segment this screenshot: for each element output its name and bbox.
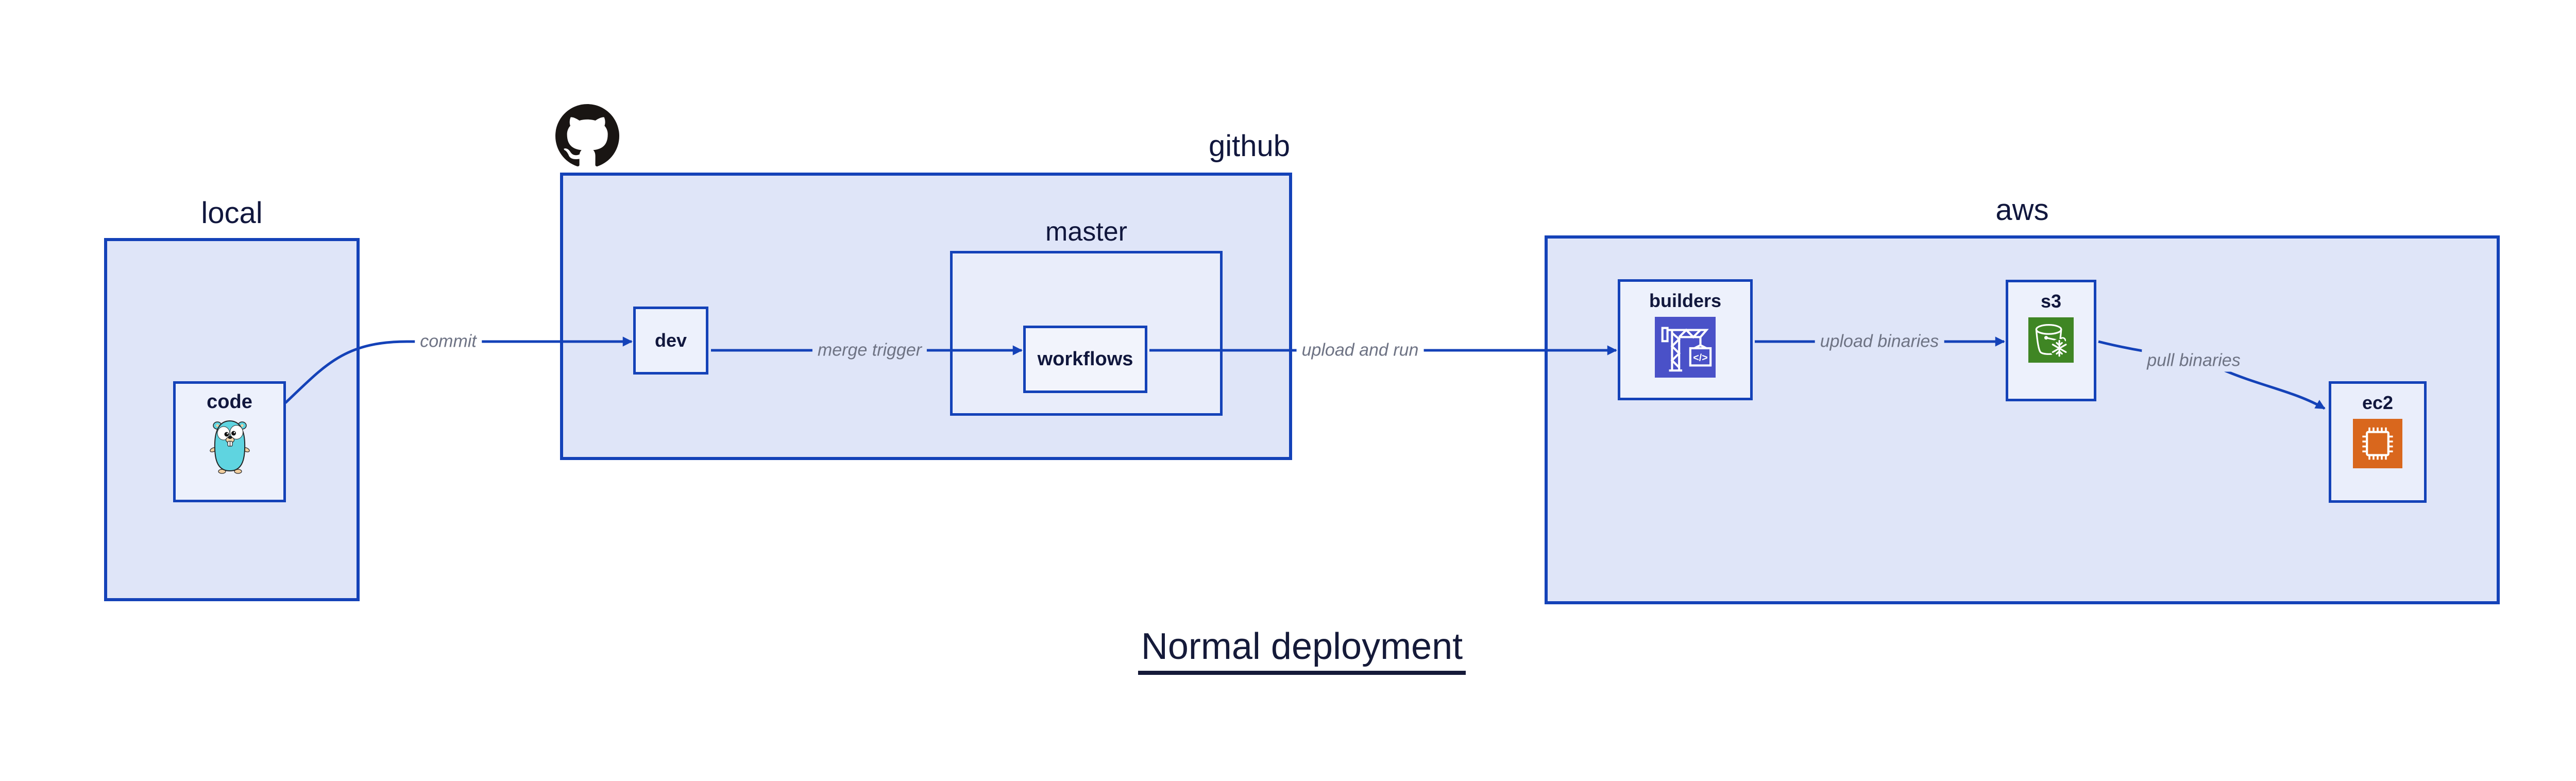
node-dev: dev xyxy=(633,307,708,375)
dev-label: dev xyxy=(654,330,687,351)
edge-label-commit: commit xyxy=(415,330,482,353)
github-label: github xyxy=(1208,129,1291,163)
ec2-label: ec2 xyxy=(2362,392,2394,413)
local-label: local xyxy=(201,196,263,230)
edge-label-merge-trigger: merge trigger xyxy=(812,339,927,362)
node-workflows: workflows xyxy=(1023,326,1147,393)
edge-label-upload-binaries: upload binaries xyxy=(1815,330,1944,353)
node-code: code xyxy=(173,381,286,502)
code-label: code xyxy=(207,391,252,413)
aws-codebuild-icon: </> xyxy=(1655,317,1716,380)
node-ec2: ec2 xyxy=(2329,381,2427,503)
go-gopher-icon xyxy=(209,418,250,477)
node-builders: builders </> xyxy=(1618,279,1753,400)
diagram-title: Normal deployment xyxy=(1044,625,1560,675)
s3-label: s3 xyxy=(2040,291,2062,312)
edge-label-upload-and-run: upload and run xyxy=(1296,339,1424,362)
codebuild-code-glyph: </> xyxy=(1693,352,1707,364)
workflows-label: workflows xyxy=(1037,348,1133,370)
builders-label: builders xyxy=(1649,290,1722,311)
node-s3: s3 xyxy=(2006,280,2096,401)
aws-s3-glacier-icon xyxy=(2028,317,2074,365)
diagram-title-text: Normal deployment xyxy=(1138,625,1466,675)
edge-label-pull-binaries: pull binaries xyxy=(2142,349,2246,372)
aws-label: aws xyxy=(1995,193,2049,227)
master-label: master xyxy=(1045,217,1127,247)
github-octocat-icon xyxy=(555,104,619,168)
aws-ec2-icon xyxy=(2353,419,2402,471)
